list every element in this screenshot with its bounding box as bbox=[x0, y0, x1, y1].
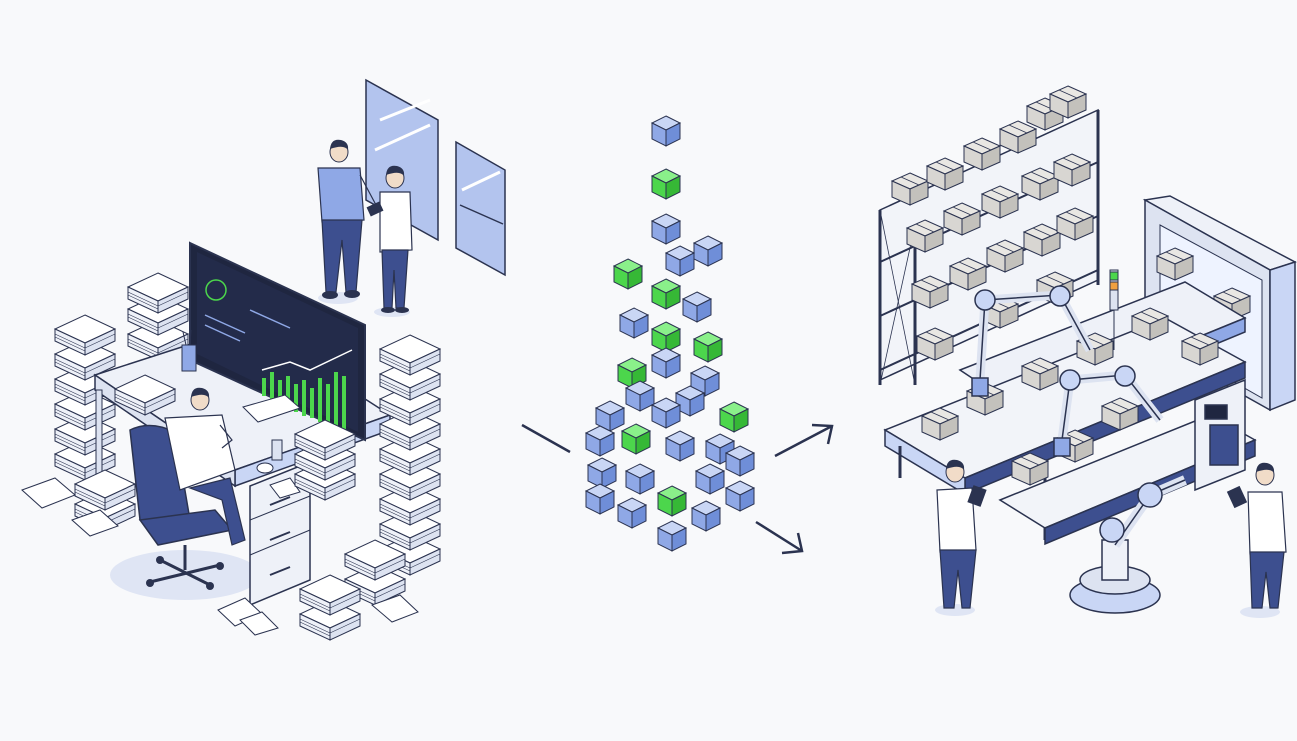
signal-light bbox=[1109, 269, 1119, 350]
scattered-papers bbox=[21, 477, 419, 636]
warehouse-worker-right bbox=[1226, 462, 1287, 618]
monitor bbox=[189, 241, 366, 461]
mouse bbox=[256, 462, 274, 474]
floating-cubes bbox=[613, 115, 723, 363]
keyboard bbox=[242, 394, 301, 423]
robotic-arm-base bbox=[1069, 475, 1187, 614]
storage-shelving bbox=[878, 85, 1100, 386]
control-panel bbox=[1194, 378, 1246, 492]
office-desk-scene bbox=[21, 78, 506, 641]
tablet-icon bbox=[967, 485, 987, 507]
warehouse-worker-left bbox=[935, 459, 987, 616]
trend-line bbox=[261, 349, 353, 371]
arrow-down-right-icon bbox=[755, 520, 804, 555]
target-icon bbox=[205, 279, 227, 301]
pen-holder bbox=[181, 344, 197, 372]
robotic-arm-middle bbox=[1053, 365, 1164, 457]
standing-man bbox=[317, 139, 377, 304]
cube-cluster-transition bbox=[521, 115, 834, 555]
seated-worker bbox=[164, 387, 246, 546]
cube-mass bbox=[585, 347, 755, 552]
window-panel bbox=[365, 78, 506, 277]
standing-woman bbox=[366, 165, 413, 317]
arrow-up-right-icon bbox=[774, 423, 834, 458]
desk-items bbox=[114, 329, 356, 501]
automated-warehouse-scene bbox=[878, 85, 1297, 618]
robotic-arm-upper bbox=[971, 285, 1094, 397]
arrow-line-icon bbox=[521, 423, 571, 454]
bar-chart-icon bbox=[262, 372, 346, 432]
tablet-icon bbox=[1226, 485, 1248, 509]
office-chair bbox=[129, 424, 234, 590]
